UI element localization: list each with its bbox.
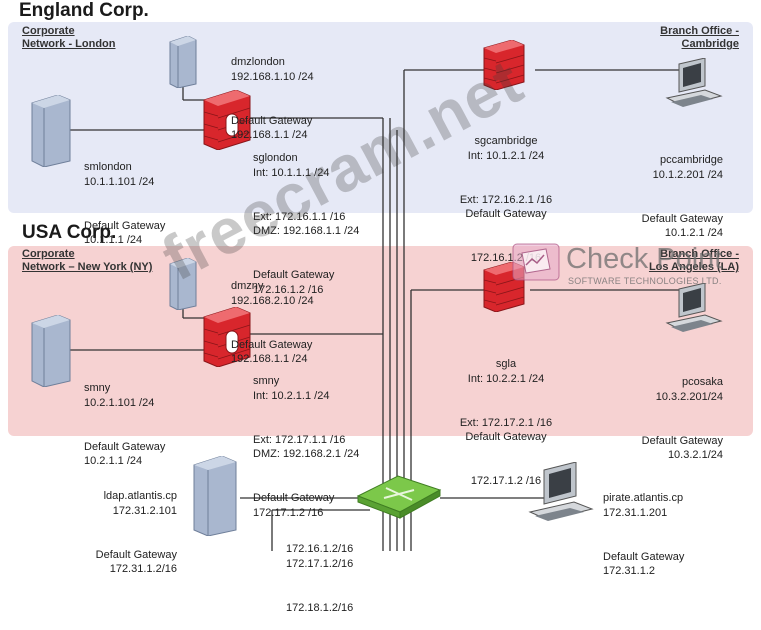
sgny-firewall-icon[interactable] [202,307,252,367]
smny-server-icon[interactable] [30,315,72,387]
dmzny-server-icon[interactable] [168,258,198,310]
cambridge-branch-label: Branch Office - Cambridge [660,25,739,50]
la-branch-label: Branch Office - Los Angeles (LA) [648,248,739,273]
checkpoint-logo-name: Check Point [566,243,723,275]
smlondon-server-icon[interactable] [30,95,72,167]
pirate-pc-icon[interactable] [528,462,596,534]
sgcambridge-firewall-icon[interactable] [482,40,526,90]
usa-corp-title: USA Corp. [22,222,117,243]
usa-network-zone [8,246,753,436]
core-switch-icon[interactable] [356,474,442,520]
checkpoint-logo-icon [512,243,560,281]
usa-network-label: Corporate Network – New York (NY) [22,248,153,273]
network-links [70,69,690,551]
ldap-server-icon[interactable] [192,456,238,536]
england-corp-title: England Corp. [19,0,149,21]
pcosaka-pc-icon[interactable] [665,283,725,343]
dmzlondon-server-icon[interactable] [168,36,198,88]
checkpoint-logo-subtitle: SOFTWARE TECHNOLOGIES LTD. [568,276,722,286]
sglondon-firewall-icon[interactable] [202,90,252,150]
pccambridge-pc-icon[interactable] [665,58,725,118]
england-network-label: Corporate Network - London [22,25,116,50]
